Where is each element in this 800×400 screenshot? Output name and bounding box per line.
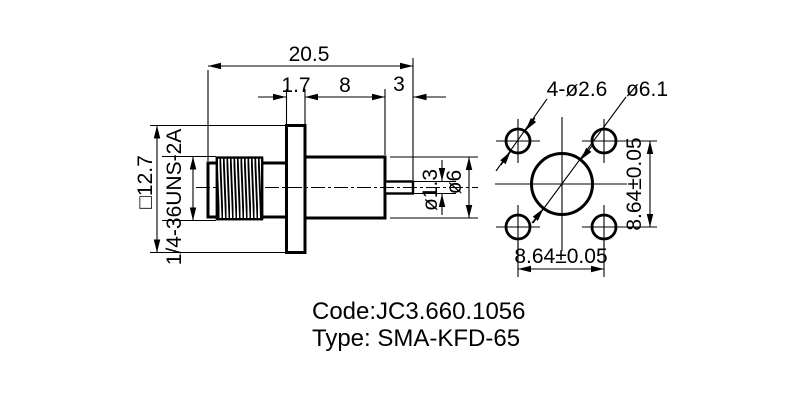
dim-flange-square: □12.7 bbox=[134, 155, 157, 209]
part-type: Type: SMA-KFD-65 bbox=[312, 325, 520, 352]
center-hole-circle bbox=[530, 152, 594, 216]
dim-body-length: 8 bbox=[339, 74, 351, 97]
dim-overall-length: 20.5 bbox=[289, 43, 330, 66]
mounting-flange bbox=[285, 124, 307, 254]
dim-pin-length: 3 bbox=[393, 73, 405, 96]
mounting-hole-bottom-right bbox=[590, 213, 618, 241]
dim-mounting-holes: 4-ø2.6 bbox=[547, 78, 608, 101]
side-extension-lines bbox=[150, 58, 478, 254]
mounting-hole-top-left bbox=[504, 127, 532, 155]
side-view-outline bbox=[206, 124, 415, 254]
front-view-outline bbox=[504, 127, 618, 241]
dim-thread-spec: 1/4-36UNS-2A bbox=[163, 129, 186, 266]
front-view-centerlines bbox=[495, 117, 627, 251]
side-dimension-lines bbox=[153, 62, 473, 253]
dim-hole-spacing-horizontal: 8.64±0.05 bbox=[514, 245, 607, 268]
mounting-hole-bottom-left bbox=[504, 213, 532, 241]
dim-center-hole: ø6.1 bbox=[626, 78, 668, 101]
thread-section bbox=[215, 156, 264, 221]
dim-pin-diameter: ø1.3 bbox=[419, 169, 442, 211]
front-dimension-lines bbox=[517, 140, 654, 273]
dim-hole-spacing-vertical: 8.64±0.05 bbox=[623, 137, 646, 230]
front-view-leaders bbox=[495, 96, 627, 224]
dim-flange-thickness: 1.7 bbox=[281, 74, 310, 97]
mounting-hole-top-right bbox=[590, 127, 618, 155]
dim-body-diameter: ø6 bbox=[443, 170, 466, 195]
part-code: Code:JC3.660.1056 bbox=[312, 298, 526, 325]
thread-hatch bbox=[216, 156, 263, 221]
